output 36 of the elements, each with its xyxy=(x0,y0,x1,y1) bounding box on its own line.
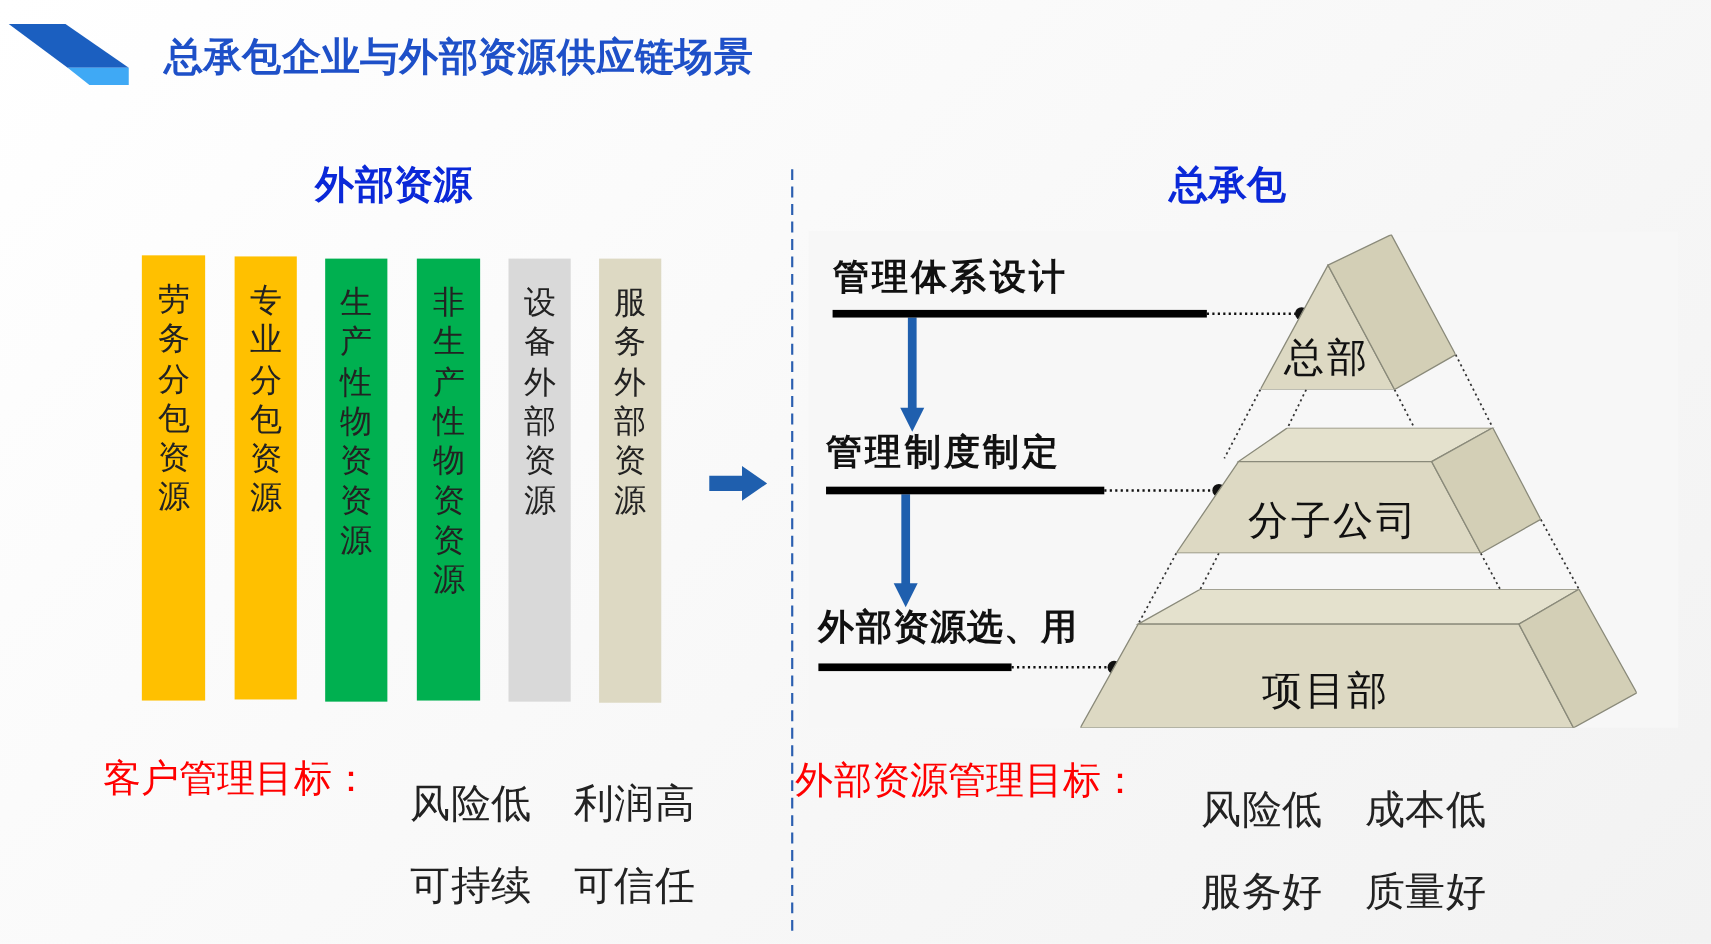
column-label: 生产性物资资源 xyxy=(340,282,373,561)
column-label: 劳务分包资源 xyxy=(157,279,190,518)
tier-label: 分子公司 xyxy=(1248,495,1419,546)
goal-item: 利润高 xyxy=(573,779,696,830)
tier-label: 总部 xyxy=(1284,332,1370,383)
section-heading: 总承包 xyxy=(1168,160,1287,209)
goal-item: 风险低 xyxy=(410,779,532,830)
column-label: 专业分包资源 xyxy=(249,280,282,519)
goal-item: 风险低 xyxy=(1201,784,1323,835)
goal-item: 质量好 xyxy=(1365,866,1487,917)
goal-item: 可持续 xyxy=(410,861,532,911)
pyramid-tier xyxy=(1080,589,1637,728)
resource-column xyxy=(599,258,662,703)
resource-column xyxy=(416,258,481,701)
step-label: 管理制度制定 xyxy=(826,427,1105,495)
goal-heading: 外部资源管理目标： xyxy=(795,757,1140,805)
step-label: 管理体系设计 xyxy=(832,253,1207,318)
resource-column xyxy=(234,256,297,700)
goal-item: 成本低 xyxy=(1365,784,1487,835)
arrow xyxy=(900,317,925,432)
goal-item: 服务好 xyxy=(1201,866,1323,917)
goal-heading: 客户管理目标： xyxy=(102,755,370,802)
tier-label: 项目部 xyxy=(1261,665,1390,716)
arrow xyxy=(893,494,918,608)
column-label: 设备外部资源 xyxy=(523,282,556,521)
column-label: 服务外部资源 xyxy=(614,282,646,521)
pyramid-tier xyxy=(1260,234,1456,390)
resource-column xyxy=(508,258,571,702)
column-label: 非生产性物资资源 xyxy=(432,282,465,600)
goal-item: 可信任 xyxy=(573,861,696,911)
pyramid-tier xyxy=(1176,427,1541,554)
resource-column xyxy=(325,258,388,702)
slide-title: 总承包企业与外部资源供应链场景 xyxy=(163,32,753,81)
section-heading: 外部资源 xyxy=(315,160,473,209)
resource-column xyxy=(141,255,206,701)
step-label: 外部资源选、用 xyxy=(818,603,1079,672)
